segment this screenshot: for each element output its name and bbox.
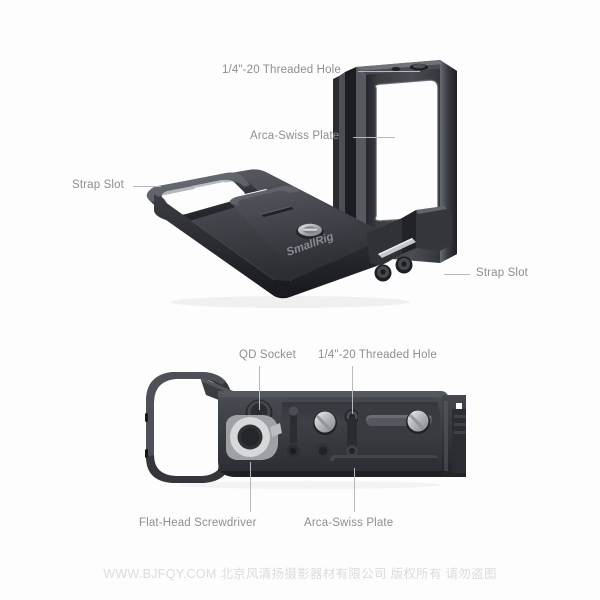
leader-strap-slot-right-upper [444, 274, 470, 275]
base-plate-front [154, 194, 393, 299]
callout-threaded-hole-upper: 1/4"-20 Threaded Hole [222, 64, 341, 76]
callout-arca-swiss-plate-upper: Arca-Swiss Plate [250, 130, 340, 142]
callout-qd-socket: QD Socket [239, 349, 296, 361]
strap-slot-right-cut [378, 238, 416, 258]
leader-threaded-hole-upper [358, 71, 420, 72]
callout-flat-head-screwdriver: Flat-Head Screwdriver [139, 517, 257, 529]
leader-arca-swiss-plate-upper [353, 137, 395, 138]
upper-l-bracket-svg: SmallRig [146, 60, 457, 308]
callout-strap-slot-left-upper: Strap Slot [72, 179, 124, 191]
leader-threaded-hole-lower [352, 366, 353, 414]
callout-threaded-hole-lower: 1/4"-20 Threaded Hole [318, 349, 437, 361]
leader-strap-slot-left-upper [133, 186, 161, 187]
vertical-plate-window [375, 80, 438, 221]
lower-recess [330, 455, 438, 469]
callout-arca-swiss-plate-lower: Arca-Swiss Plate [304, 517, 394, 529]
upper-product-illustration: SmallRig [140, 58, 480, 308]
lower-l-bracket-top-view-svg [145, 372, 466, 489]
leader-flat-head-screwdriver [250, 462, 251, 512]
leader-arca-swiss-plate-lower [354, 468, 355, 512]
callout-strap-slot-right-upper: Strap Slot [476, 267, 528, 279]
copyright-watermark: WWW.BJFQY.COM 北京风清扬摄影器材有限公司 版权所有 请勿盗图 [103, 567, 497, 581]
leader-qd-socket [259, 366, 260, 410]
lower-product-illustration [140, 365, 480, 490]
